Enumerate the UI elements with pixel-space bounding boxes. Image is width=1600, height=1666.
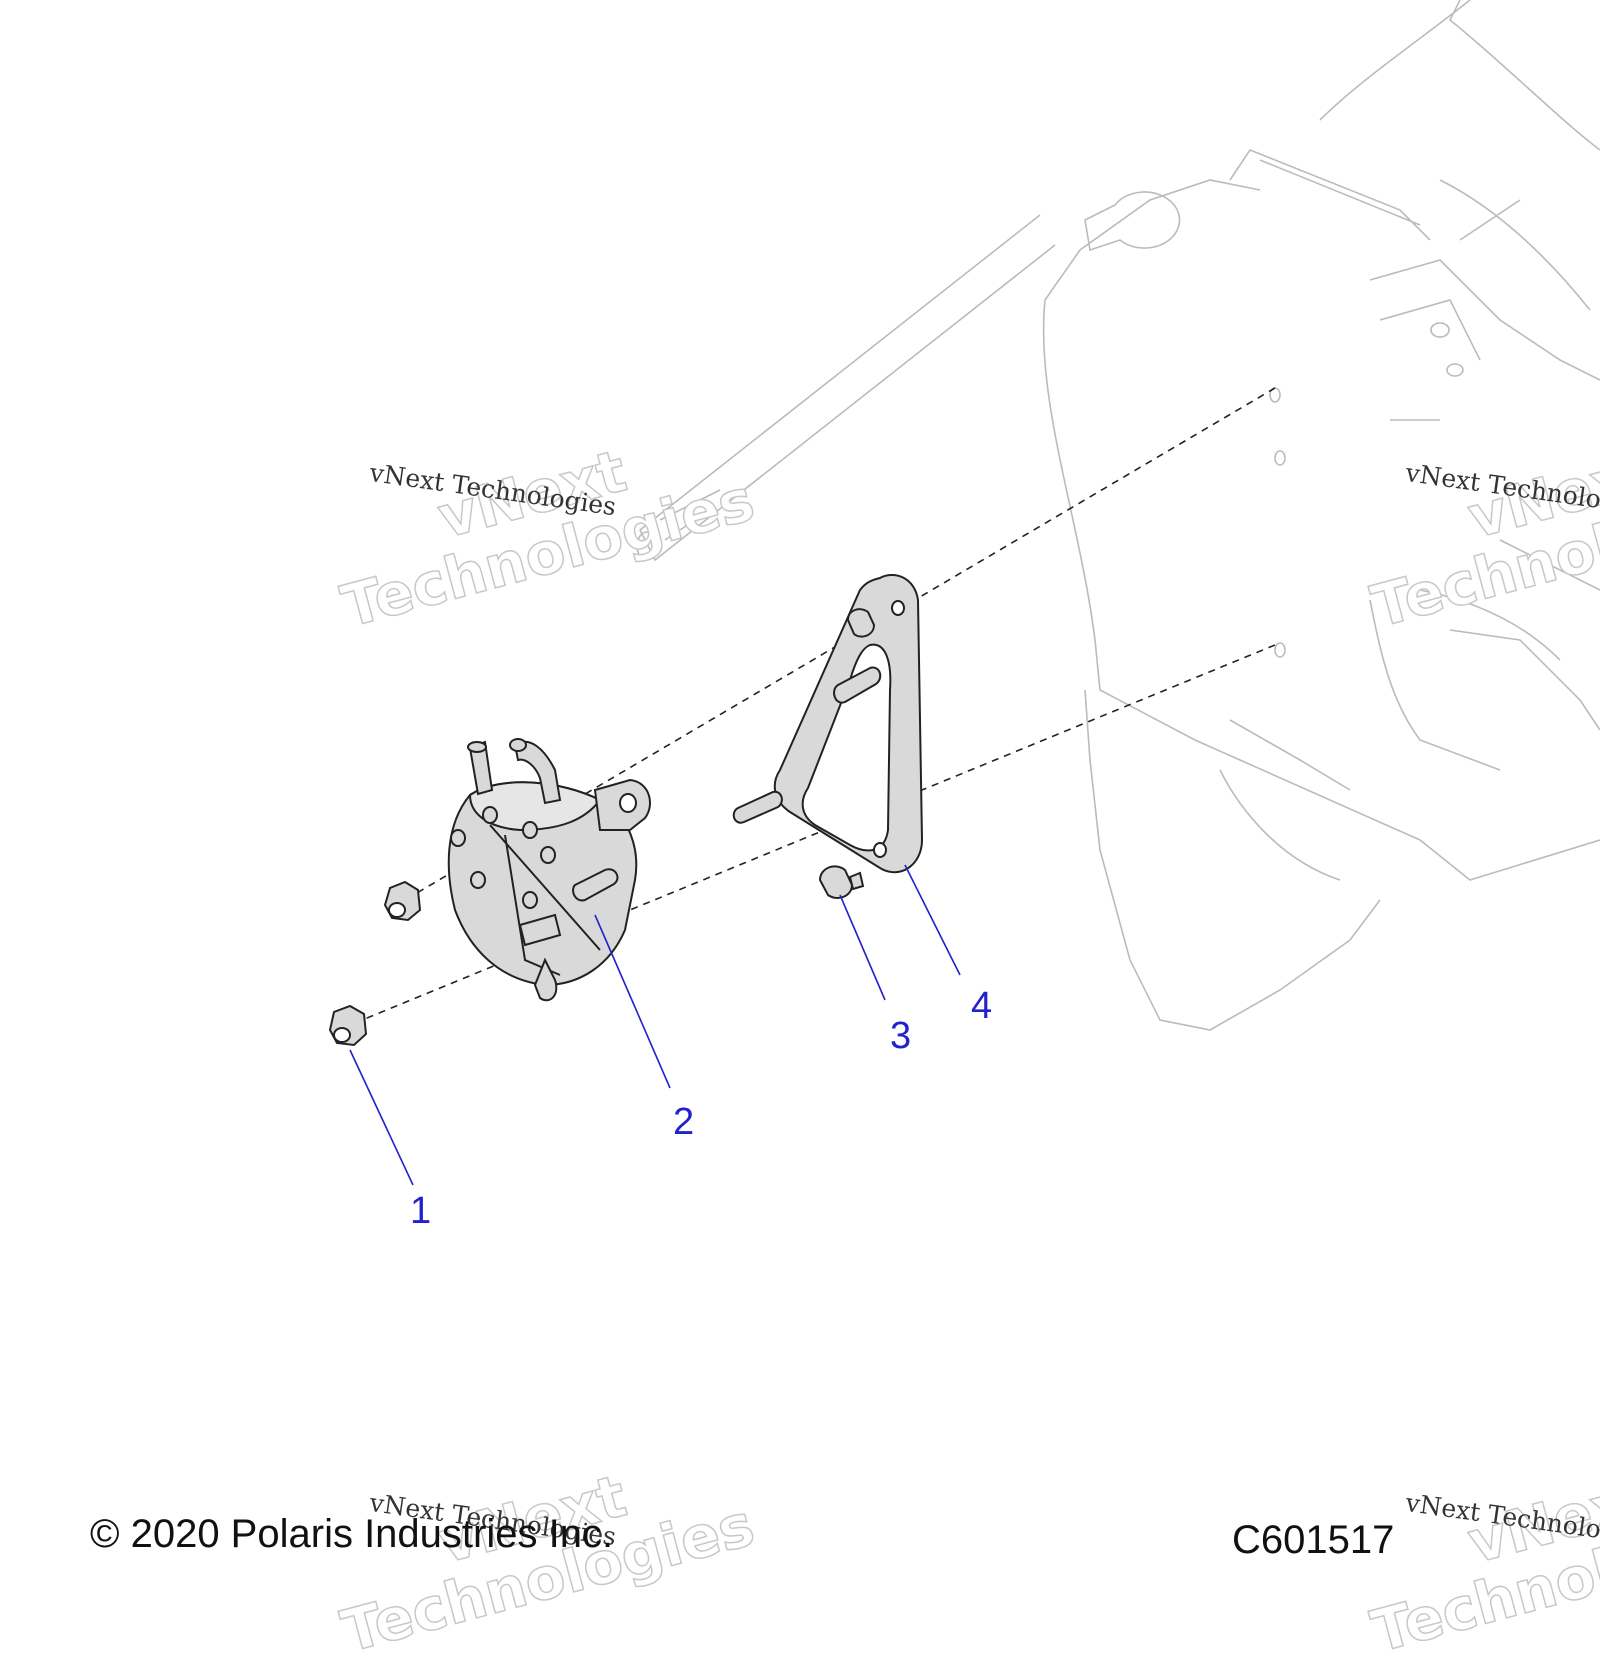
leader-lines [349,864,961,1186]
copyright-text: © 2020 Polaris Industries Inc. [90,1512,614,1556]
engine-background [636,0,1600,1031]
screw [818,865,865,899]
callout-4: 4 [971,985,993,1027]
flange-nut-lower [328,1004,368,1047]
mounting-bracket [732,573,924,874]
leader-line-3 [839,894,886,1001]
callout-3: 3 [890,1015,912,1057]
leader-line-2 [594,914,671,1089]
callout-2: 2 [673,1101,695,1143]
fuel-pump [447,738,651,1002]
callout-1: 1 [410,1190,432,1232]
leader-line-1 [349,1049,414,1186]
figure-code: C601517 [1232,1518,1395,1562]
leader-line-4 [904,864,961,976]
exploded-parts-diagram [328,0,1600,1186]
flange-nut-upper [383,880,422,922]
